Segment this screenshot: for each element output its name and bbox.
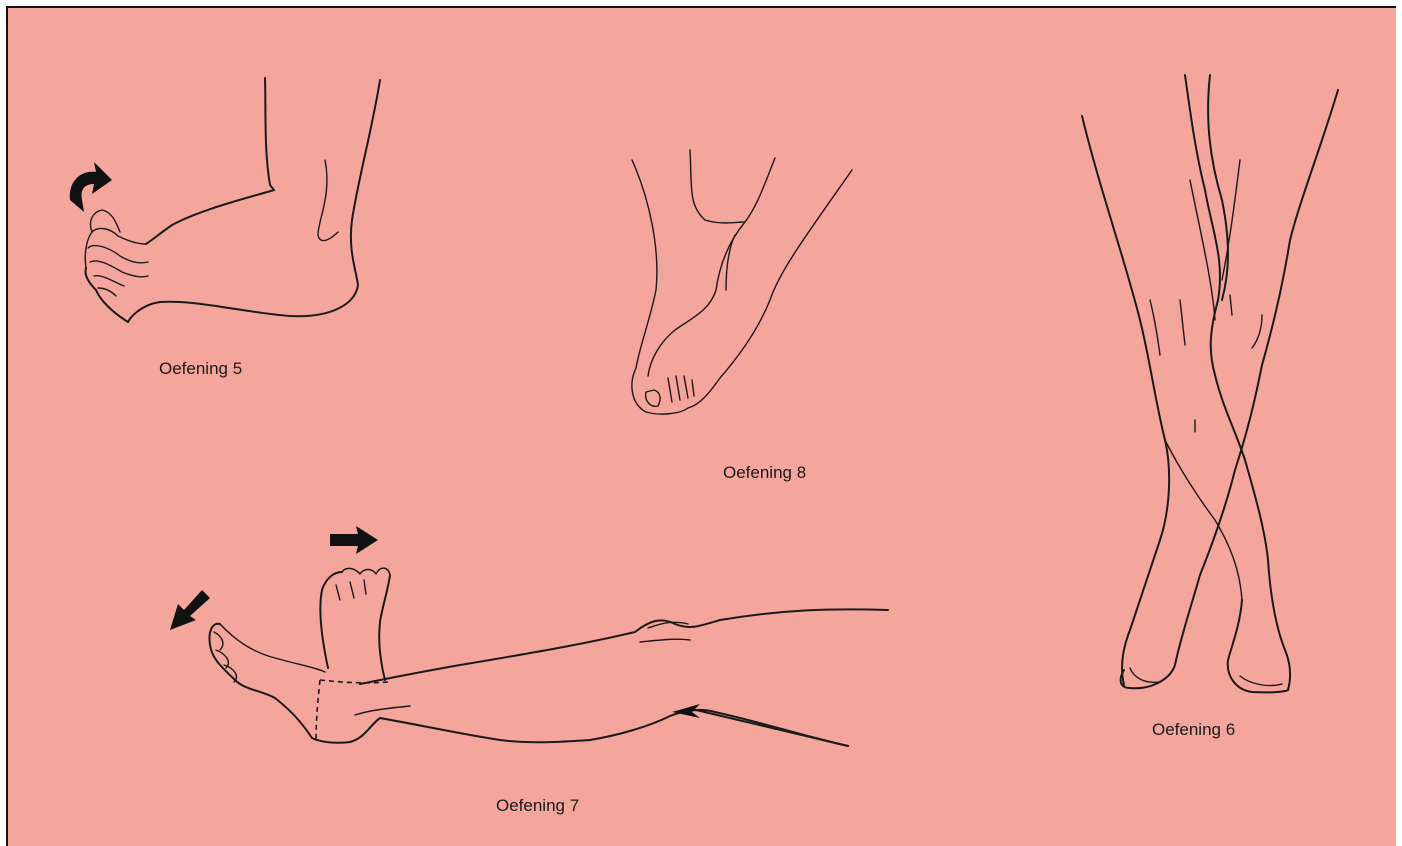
exercise-7-leg-drawing	[170, 526, 888, 746]
caption-oefening-6: Oefening 6	[1152, 720, 1235, 740]
exercise-6-legs-drawing	[1082, 75, 1338, 692]
caption-oefening-8: Oefening 8	[723, 463, 806, 483]
caption-oefening-5: Oefening 5	[159, 359, 242, 379]
exercise-8-foot-drawing	[632, 150, 852, 414]
exercise-5-foot-drawing	[70, 78, 380, 322]
caption-oefening-7: Oefening 7	[496, 796, 579, 816]
